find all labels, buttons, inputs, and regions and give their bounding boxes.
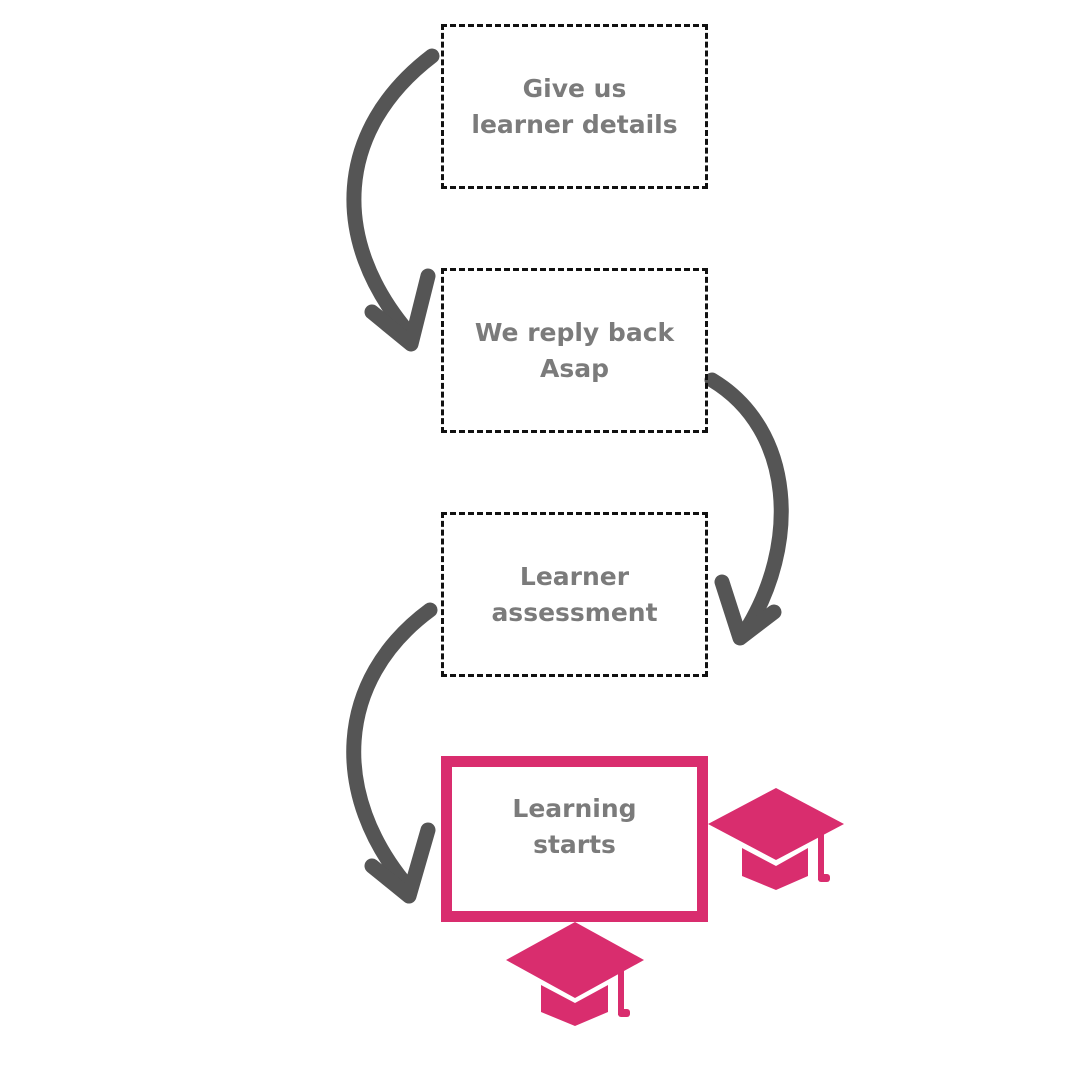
step-label-line: starts <box>533 830 616 859</box>
step-label: We reply back Asap <box>475 315 674 387</box>
curved-arrow-icon <box>704 372 789 646</box>
curved-arrow-icon <box>346 602 438 904</box>
step-label: Learner assessment <box>491 559 657 631</box>
step-label-line: Learning <box>512 794 637 823</box>
step-label: Give us learner details <box>471 71 677 143</box>
step-label-line: We reply back <box>474 317 675 347</box>
curved-arrow-icon <box>346 48 440 352</box>
step-box-assessment: Learner assessment <box>441 512 708 677</box>
step-box-learning-starts: Learning starts <box>441 756 708 922</box>
step-box-reply: We reply back Asap <box>441 268 708 433</box>
step-label-line: Learner <box>519 561 630 591</box>
graduation-cap-icon <box>506 922 644 1026</box>
graduation-cap-icon <box>708 788 844 890</box>
step-label: Learning starts <box>512 791 636 863</box>
step-label-line: assessment <box>491 597 658 627</box>
step-box-learner-details: Give us learner details <box>441 24 708 189</box>
step-label-line: Asap <box>540 353 609 383</box>
step-label-line: Give us <box>522 73 627 103</box>
step-label-line: learner details <box>471 109 678 139</box>
